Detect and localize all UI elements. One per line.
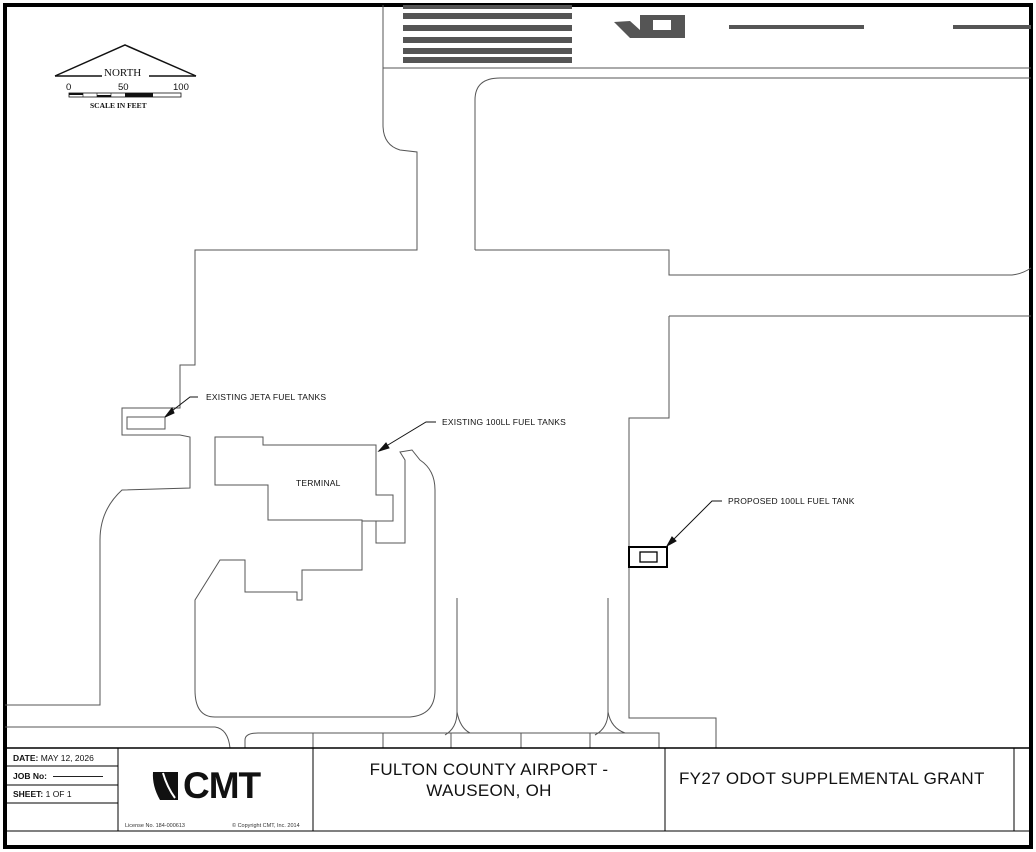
north-label: NORTH [104,67,141,79]
project-title: FULTON COUNTY AIRPORT - WAUSEON, OH [313,759,665,801]
runway-threshold-stripes [403,5,572,63]
scale-tick-0: 0 [66,82,71,93]
job-field: JOB No: [13,771,104,781]
cmt-logo-mark [152,772,178,800]
scale-caption: SCALE IN FEET [90,101,147,110]
job-label: JOB No: [13,771,47,781]
copyright-notice: © Copyright CMT, Inc. 2014 [232,823,300,829]
scale-tick-50: 50 [118,82,129,93]
company-logo-text: CMT [183,765,261,806]
date-value: MAY 12, 2026 [40,753,94,763]
project-title-line2: WAUSEON, OH [426,781,552,800]
existing-jeta-fuel-tanks [126,416,166,430]
proposed-fuel-tank [639,551,658,563]
label-existing-100ll-fuel-tanks: EXISTING 100LL FUEL TANKS [442,417,566,427]
leader-arrows [164,396,722,548]
runway-centerline-dash [729,25,864,29]
date-label: DATE: [13,753,39,763]
runway-centerline-dash [953,25,1031,29]
runway-number-marking: 9 [614,15,685,38]
project-title-line1: FULTON COUNTY AIRPORT - [369,760,609,779]
license-number: License No. 184-000613 [125,823,185,829]
label-proposed-100ll-fuel-tank: PROPOSED 100LL FUEL TANK [728,496,855,506]
job-underline [53,776,104,777]
grant-title: FY27 ODOT SUPPLEMENTAL GRANT [679,769,985,788]
sheet-label: SHEET: [13,789,44,799]
proposed-fuel-tank-pad [628,546,668,568]
pavement-outlines [5,5,1032,749]
label-terminal: TERMINAL [296,478,341,488]
date-field: DATE: MAY 12, 2026 [13,753,94,763]
label-existing-jeta-fuel-tanks: EXISTING JETA FUEL TANKS [206,392,326,402]
scale-tick-100: 100 [173,82,189,93]
north-arrow: NORTH [54,44,197,79]
sheet-field: SHEET: 1 OF 1 [13,789,72,799]
scale-bar: 0 50 100 SCALE IN FEET [66,82,189,110]
title-block-frame [5,747,1031,832]
sheet-value: 1 OF 1 [45,789,72,799]
